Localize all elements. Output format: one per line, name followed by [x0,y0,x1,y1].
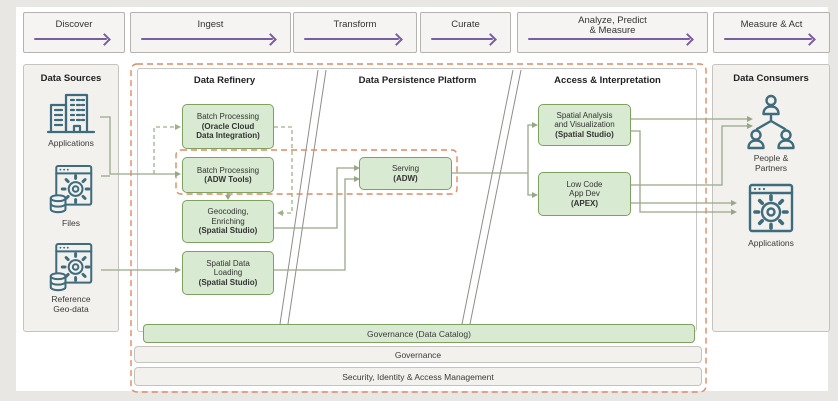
data-source-label-reference-geo-data: Reference Geo-data [51,294,91,314]
flow-step-curate: Curate [420,12,511,53]
app-window-gear-icon [746,182,796,236]
right-arrow-icon [431,38,493,40]
section-title-data-persistence: Data Persistence Platform [358,75,477,86]
right-arrow-icon [141,38,273,40]
right-arrow-icon [304,38,399,40]
box-batch-processing-oci: Batch Processing (Oracle Cloud Data Inte… [182,104,274,149]
data-source-label-files: Files [62,218,80,228]
flow-step-label: Ingest [197,19,224,30]
flow-step-label: Measure & Act [740,19,803,30]
data-consumer-label-people-partners: People & Partners [753,153,789,173]
box-batch-processing-adw: Batch Processing (ADW Tools) [182,157,274,193]
buildings-icon [46,88,96,138]
people-network-icon [743,93,799,151]
right-arrow-icon [34,38,107,40]
app-window-gear-database-icon [48,240,94,294]
flow-step-label: Curate [451,19,480,30]
data-consumer-label-applications: Applications [748,238,794,248]
flow-step-transform: Transform [293,12,417,53]
box-low-code-app-dev: Low Code App Dev (APEX) [538,172,631,216]
bar-governance-data-catalog: Governance (Data Catalog) [143,324,695,343]
flow-step-label: Analyze, Predict & Measure [578,15,647,36]
bar-governance: Governance [134,346,702,363]
flow-step-measure-act: Measure & Act [713,12,830,53]
section-title-access-interpretation: Access & Interpretation [554,75,661,86]
right-arrow-icon [724,38,812,40]
data-source-label-applications: Applications [48,138,94,148]
data-sources-title: Data Sources [40,73,102,84]
flow-step-label: Transform [333,19,377,30]
flow-step-label: Discover [55,19,93,30]
section-title-data-refinery: Data Refinery [193,75,256,86]
right-arrow-icon [528,38,690,40]
flow-step-ingest: Ingest [130,12,291,53]
flow-step-analyze: Analyze, Predict & Measure [517,12,708,53]
box-geocoding-enriching: Geocoding, Enriching (Spatial Studio) [182,200,274,243]
flow-step-discover: Discover [23,12,125,53]
data-consumers-title: Data Consumers [733,73,809,84]
bar-security-identity-access: Security, Identity & Access Management [134,367,702,386]
box-serving-adw: Serving (ADW) [359,157,452,190]
box-spatial-data-loading: Spatial Data Loading (Spatial Studio) [182,251,274,295]
data-sources-panel: Data Sources [23,64,119,332]
app-window-gear-database-icon [48,162,94,216]
box-spatial-analysis-visualization: Spatial Analysis and Visualization (Spat… [538,104,631,146]
